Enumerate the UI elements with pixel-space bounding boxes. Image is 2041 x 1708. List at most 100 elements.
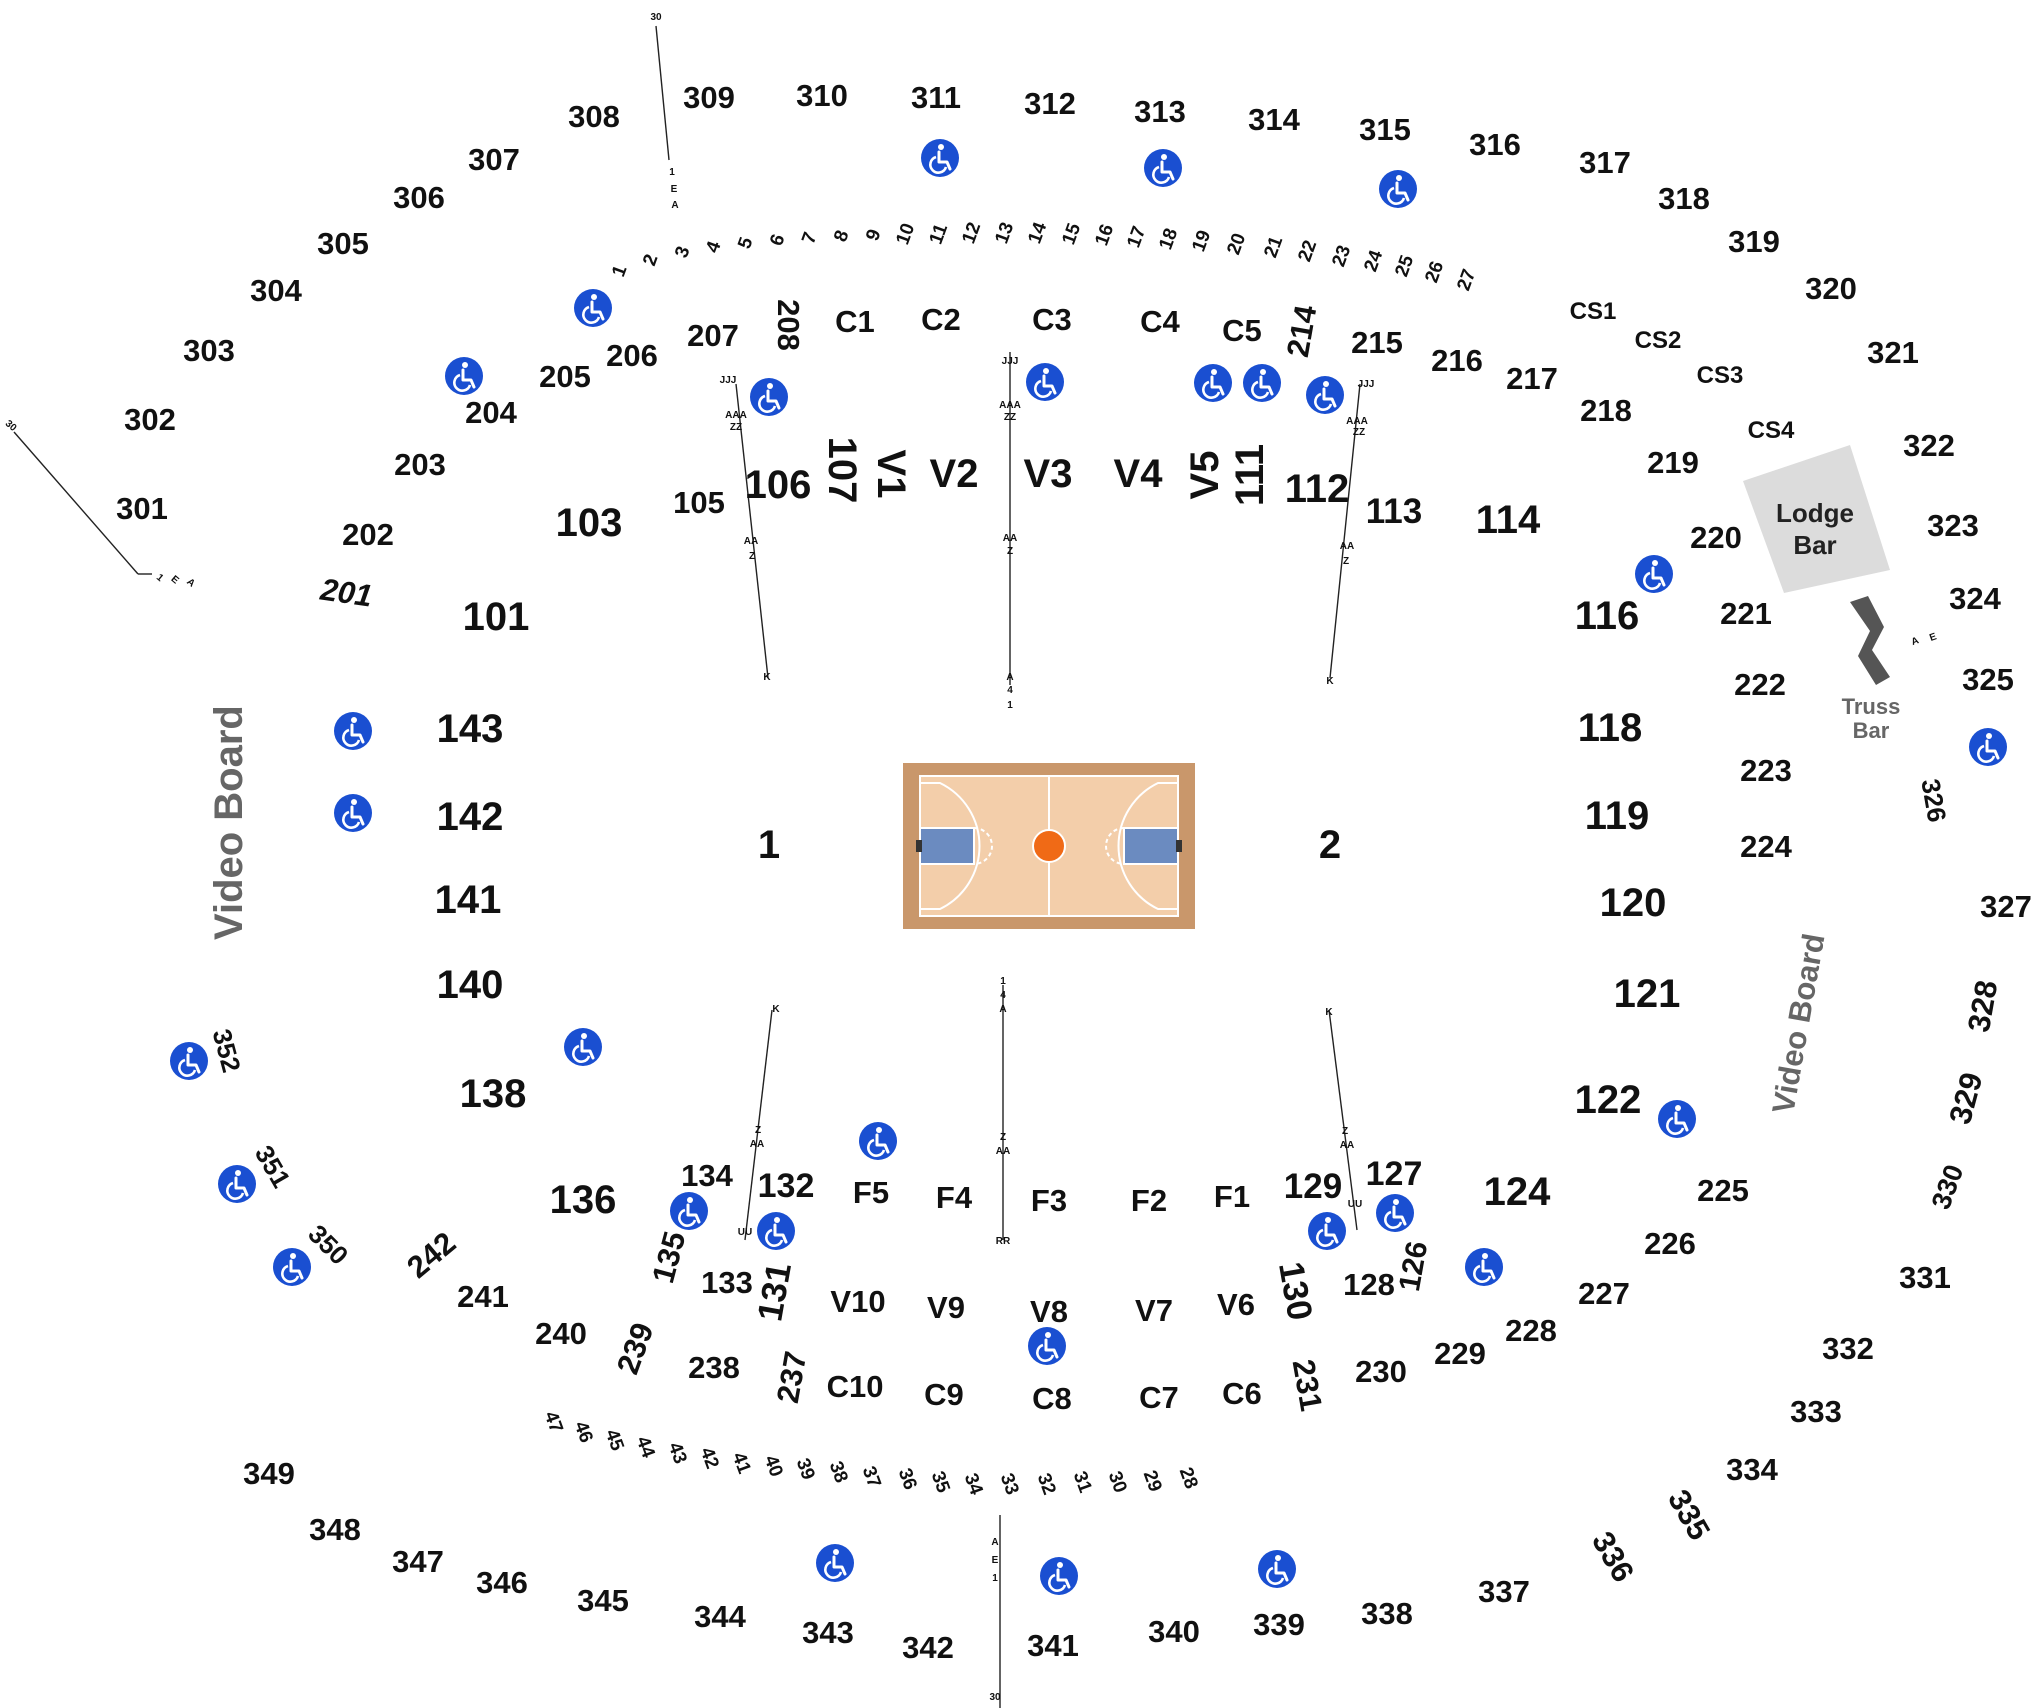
suite-v4[interactable]: V4: [1114, 452, 1164, 496]
suite-v7[interactable]: V7: [1135, 1293, 1173, 1328]
wheelchair-icon[interactable]: [1656, 1098, 1698, 1140]
suite-v1[interactable]: V1: [869, 450, 913, 499]
section-346[interactable]: 346: [476, 1565, 528, 1600]
section-303[interactable]: 303: [183, 333, 235, 368]
wheelchair-icon[interactable]: [1256, 1548, 1298, 1590]
suite-f4[interactable]: F4: [936, 1180, 973, 1215]
suite-v9[interactable]: V9: [927, 1290, 965, 1325]
section-113[interactable]: 113: [1366, 492, 1422, 531]
section-301[interactable]: 301: [116, 491, 168, 526]
wheelchair-icon[interactable]: [332, 792, 374, 834]
section-320[interactable]: 320: [1805, 271, 1857, 306]
section-342[interactable]: 342: [902, 1630, 954, 1665]
section-134[interactable]: 134: [681, 1158, 733, 1193]
wheelchair-icon[interactable]: [572, 287, 614, 329]
suite-c6[interactable]: C6: [1222, 1376, 1262, 1411]
section-343[interactable]: 343: [802, 1615, 854, 1650]
section-308[interactable]: 308: [568, 99, 620, 134]
section-311[interactable]: 311: [911, 80, 961, 115]
section-207[interactable]: 207: [687, 318, 739, 353]
section-116[interactable]: 116: [1575, 594, 1640, 638]
suite-c10[interactable]: C10: [827, 1369, 884, 1404]
section-120[interactable]: 120: [1600, 881, 1667, 925]
section-138[interactable]: 138: [460, 1072, 527, 1116]
wheelchair-icon[interactable]: [1304, 374, 1346, 416]
section-202[interactable]: 202: [342, 517, 394, 552]
suite-cs4[interactable]: CS4: [1748, 417, 1795, 444]
section-322[interactable]: 322: [1903, 428, 1955, 463]
section-344[interactable]: 344: [694, 1599, 746, 1634]
section-225[interactable]: 225: [1697, 1173, 1749, 1208]
section-208[interactable]: 208: [771, 299, 806, 351]
wheelchair-icon[interactable]: [1192, 362, 1234, 404]
suite-c7[interactable]: C7: [1139, 1380, 1179, 1415]
section-310[interactable]: 310: [796, 78, 848, 113]
section-227[interactable]: 227: [1578, 1276, 1630, 1311]
suite-c9[interactable]: C9: [924, 1377, 964, 1412]
suite-c2[interactable]: C2: [921, 302, 961, 337]
section-241[interactable]: 241: [457, 1279, 509, 1314]
section-331[interactable]: 331: [1899, 1260, 1951, 1295]
suite-v8[interactable]: V8: [1030, 1294, 1068, 1329]
section-142[interactable]: 142: [437, 795, 504, 839]
truss-bar[interactable]: Truss Bar: [1842, 596, 1901, 743]
wheelchair-icon[interactable]: [1026, 1325, 1068, 1367]
section-336[interactable]: 336: [1585, 1526, 1641, 1588]
section-307[interactable]: 307: [468, 142, 520, 177]
suite-c4[interactable]: C4: [1140, 304, 1180, 339]
section-214[interactable]: 214: [1280, 302, 1324, 360]
suite-f3[interactable]: F3: [1031, 1183, 1067, 1218]
wheelchair-icon[interactable]: [168, 1040, 210, 1082]
section-329[interactable]: 329: [1942, 1069, 1989, 1128]
section-321[interactable]: 321: [1867, 335, 1919, 370]
section-118[interactable]: 118: [1578, 706, 1643, 750]
wheelchair-icon[interactable]: [1142, 147, 1184, 189]
section-312[interactable]: 312: [1024, 86, 1076, 121]
lodge-bar[interactable]: Lodge Bar: [1743, 445, 1890, 593]
suite-c1[interactable]: C1: [835, 304, 875, 339]
section-351[interactable]: 351: [249, 1140, 297, 1193]
section-119[interactable]: 119: [1585, 794, 1650, 838]
section-219[interactable]: 219: [1647, 445, 1699, 480]
section-140[interactable]: 140: [437, 963, 504, 1007]
section-340[interactable]: 340: [1148, 1614, 1200, 1649]
section-201[interactable]: 201: [317, 572, 374, 614]
wheelchair-icon[interactable]: [1377, 168, 1419, 210]
section-318[interactable]: 318: [1658, 181, 1710, 216]
section-107[interactable]: 107: [820, 437, 864, 504]
section-319[interactable]: 319: [1728, 224, 1780, 259]
section-203[interactable]: 203: [394, 447, 446, 482]
section-326[interactable]: 326: [1915, 776, 1952, 824]
section-341[interactable]: 341: [1027, 1628, 1079, 1663]
suite-v3[interactable]: V3: [1024, 452, 1073, 496]
section-230[interactable]: 230: [1355, 1354, 1407, 1389]
wheelchair-icon[interactable]: [1374, 1192, 1416, 1234]
section-127[interactable]: 127: [1366, 1155, 1423, 1193]
section-132[interactable]: 132: [758, 1167, 815, 1205]
section-309[interactable]: 309: [683, 80, 735, 115]
section-217[interactable]: 217: [1506, 361, 1558, 396]
suite-v2[interactable]: V2: [930, 452, 979, 496]
section-226[interactable]: 226: [1644, 1226, 1696, 1261]
section-128[interactable]: 128: [1343, 1267, 1395, 1302]
section-129[interactable]: 129: [1284, 1167, 1342, 1206]
section-325[interactable]: 325: [1962, 662, 2014, 697]
section-106[interactable]: 106: [745, 463, 812, 507]
wheelchair-icon[interactable]: [1633, 553, 1675, 595]
wheelchair-icon[interactable]: [1967, 726, 2009, 768]
suite-f5[interactable]: F5: [853, 1175, 889, 1210]
section-239[interactable]: 239: [610, 1318, 661, 1379]
section-131[interactable]: 131: [750, 1260, 799, 1324]
wheelchair-icon[interactable]: [443, 355, 485, 397]
wheelchair-icon[interactable]: [1024, 361, 1066, 403]
section-105[interactable]: 105: [673, 485, 725, 520]
section-229[interactable]: 229: [1434, 1336, 1486, 1371]
section-121[interactable]: 121: [1614, 972, 1681, 1016]
section-124[interactable]: 124: [1484, 1170, 1551, 1214]
section-328[interactable]: 328: [1961, 978, 2004, 1035]
section-302[interactable]: 302: [124, 402, 176, 437]
section-223[interactable]: 223: [1740, 753, 1792, 788]
wheelchair-icon[interactable]: [1038, 1555, 1080, 1597]
wheelchair-icon[interactable]: [216, 1163, 258, 1205]
section-240[interactable]: 240: [535, 1316, 587, 1351]
